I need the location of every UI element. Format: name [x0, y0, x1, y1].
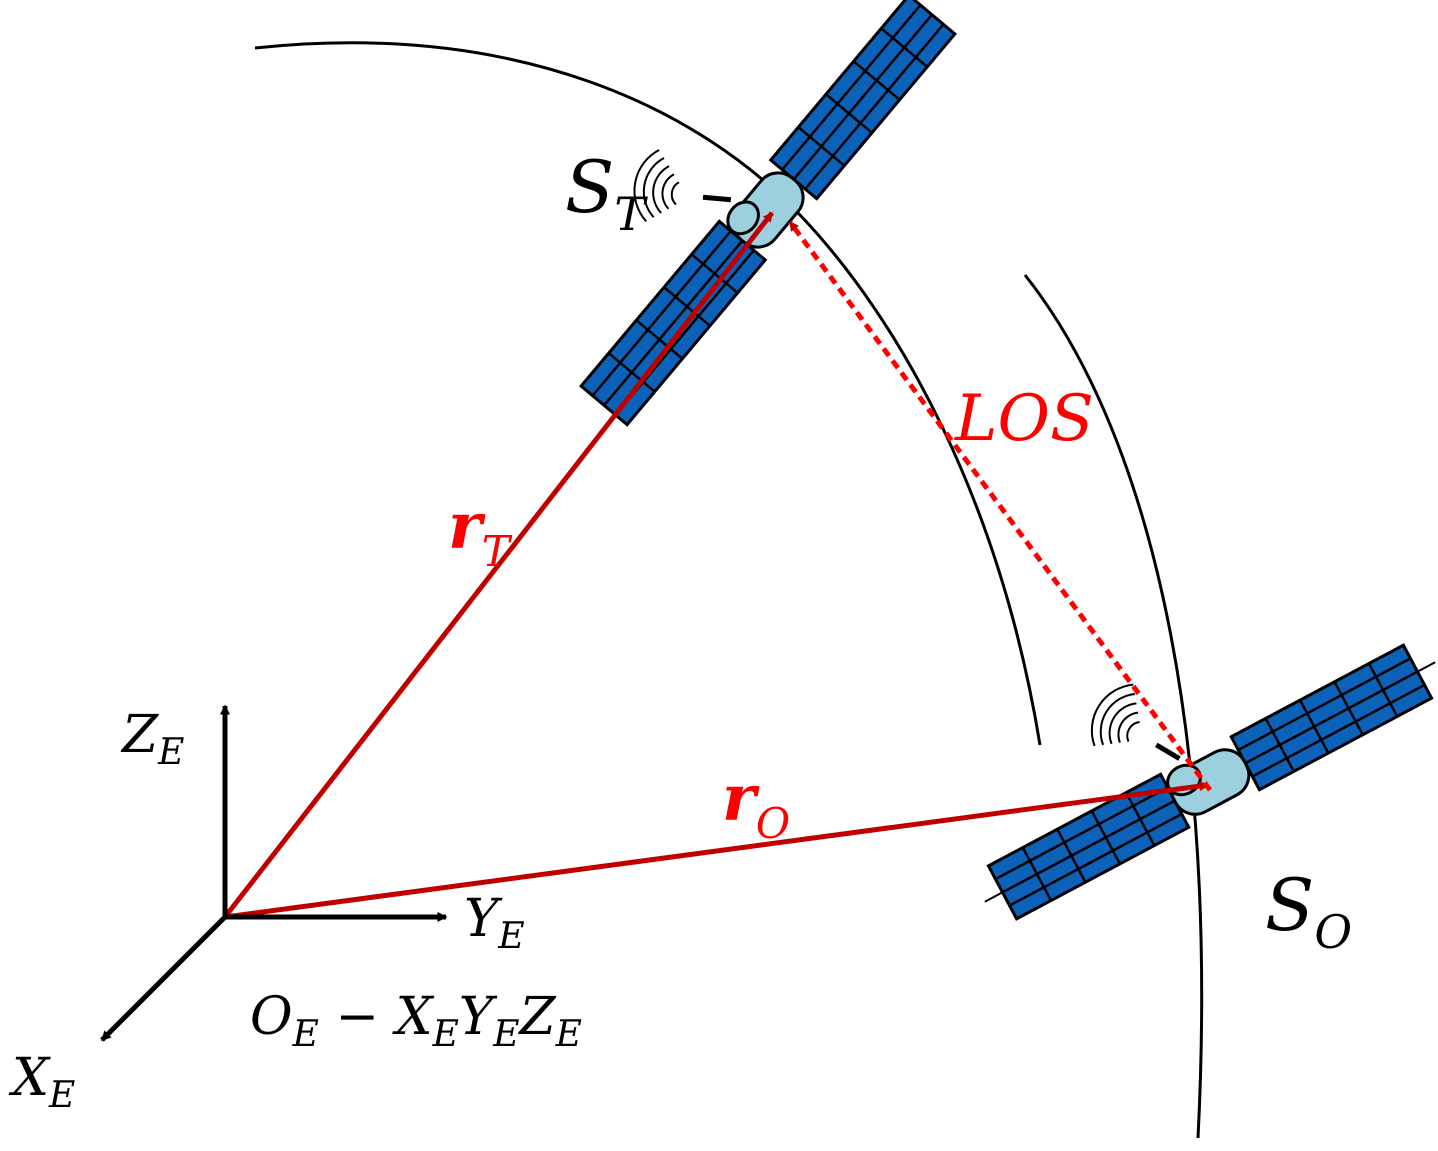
- solar-panel-right: [1229, 643, 1434, 792]
- antenna-signal-icon: [1090, 683, 1181, 761]
- solar-panel-left: [578, 219, 768, 427]
- solar-panel-right: [768, 0, 958, 201]
- x-axis-arrow: [100, 915, 227, 1042]
- r-target-vector: [223, 211, 774, 919]
- x-axis-label: XE: [8, 1048, 75, 1116]
- y-axis-label: YE: [464, 889, 525, 957]
- los-label: LOS: [954, 382, 1094, 456]
- antenna-signal-icon: [633, 149, 732, 223]
- target-orbit-arc: [254, 41, 1042, 746]
- frame-label: OE − XEYEZE: [250, 987, 582, 1055]
- observer-satellite-label: SO: [1265, 863, 1352, 959]
- los-line: [787, 220, 1213, 792]
- target-satellite-label: ST: [565, 145, 648, 241]
- observer-orbit-arc: [1023, 274, 1204, 1139]
- z-axis-label: ZE: [120, 705, 184, 773]
- observer-satellite-icon: [984, 643, 1436, 921]
- r-target-label: rT: [448, 489, 513, 576]
- r-observer-vector: [224, 781, 1210, 920]
- r-observer-label: rO: [722, 761, 790, 848]
- solar-panel-left: [986, 772, 1191, 921]
- satellite-body: [726, 171, 805, 249]
